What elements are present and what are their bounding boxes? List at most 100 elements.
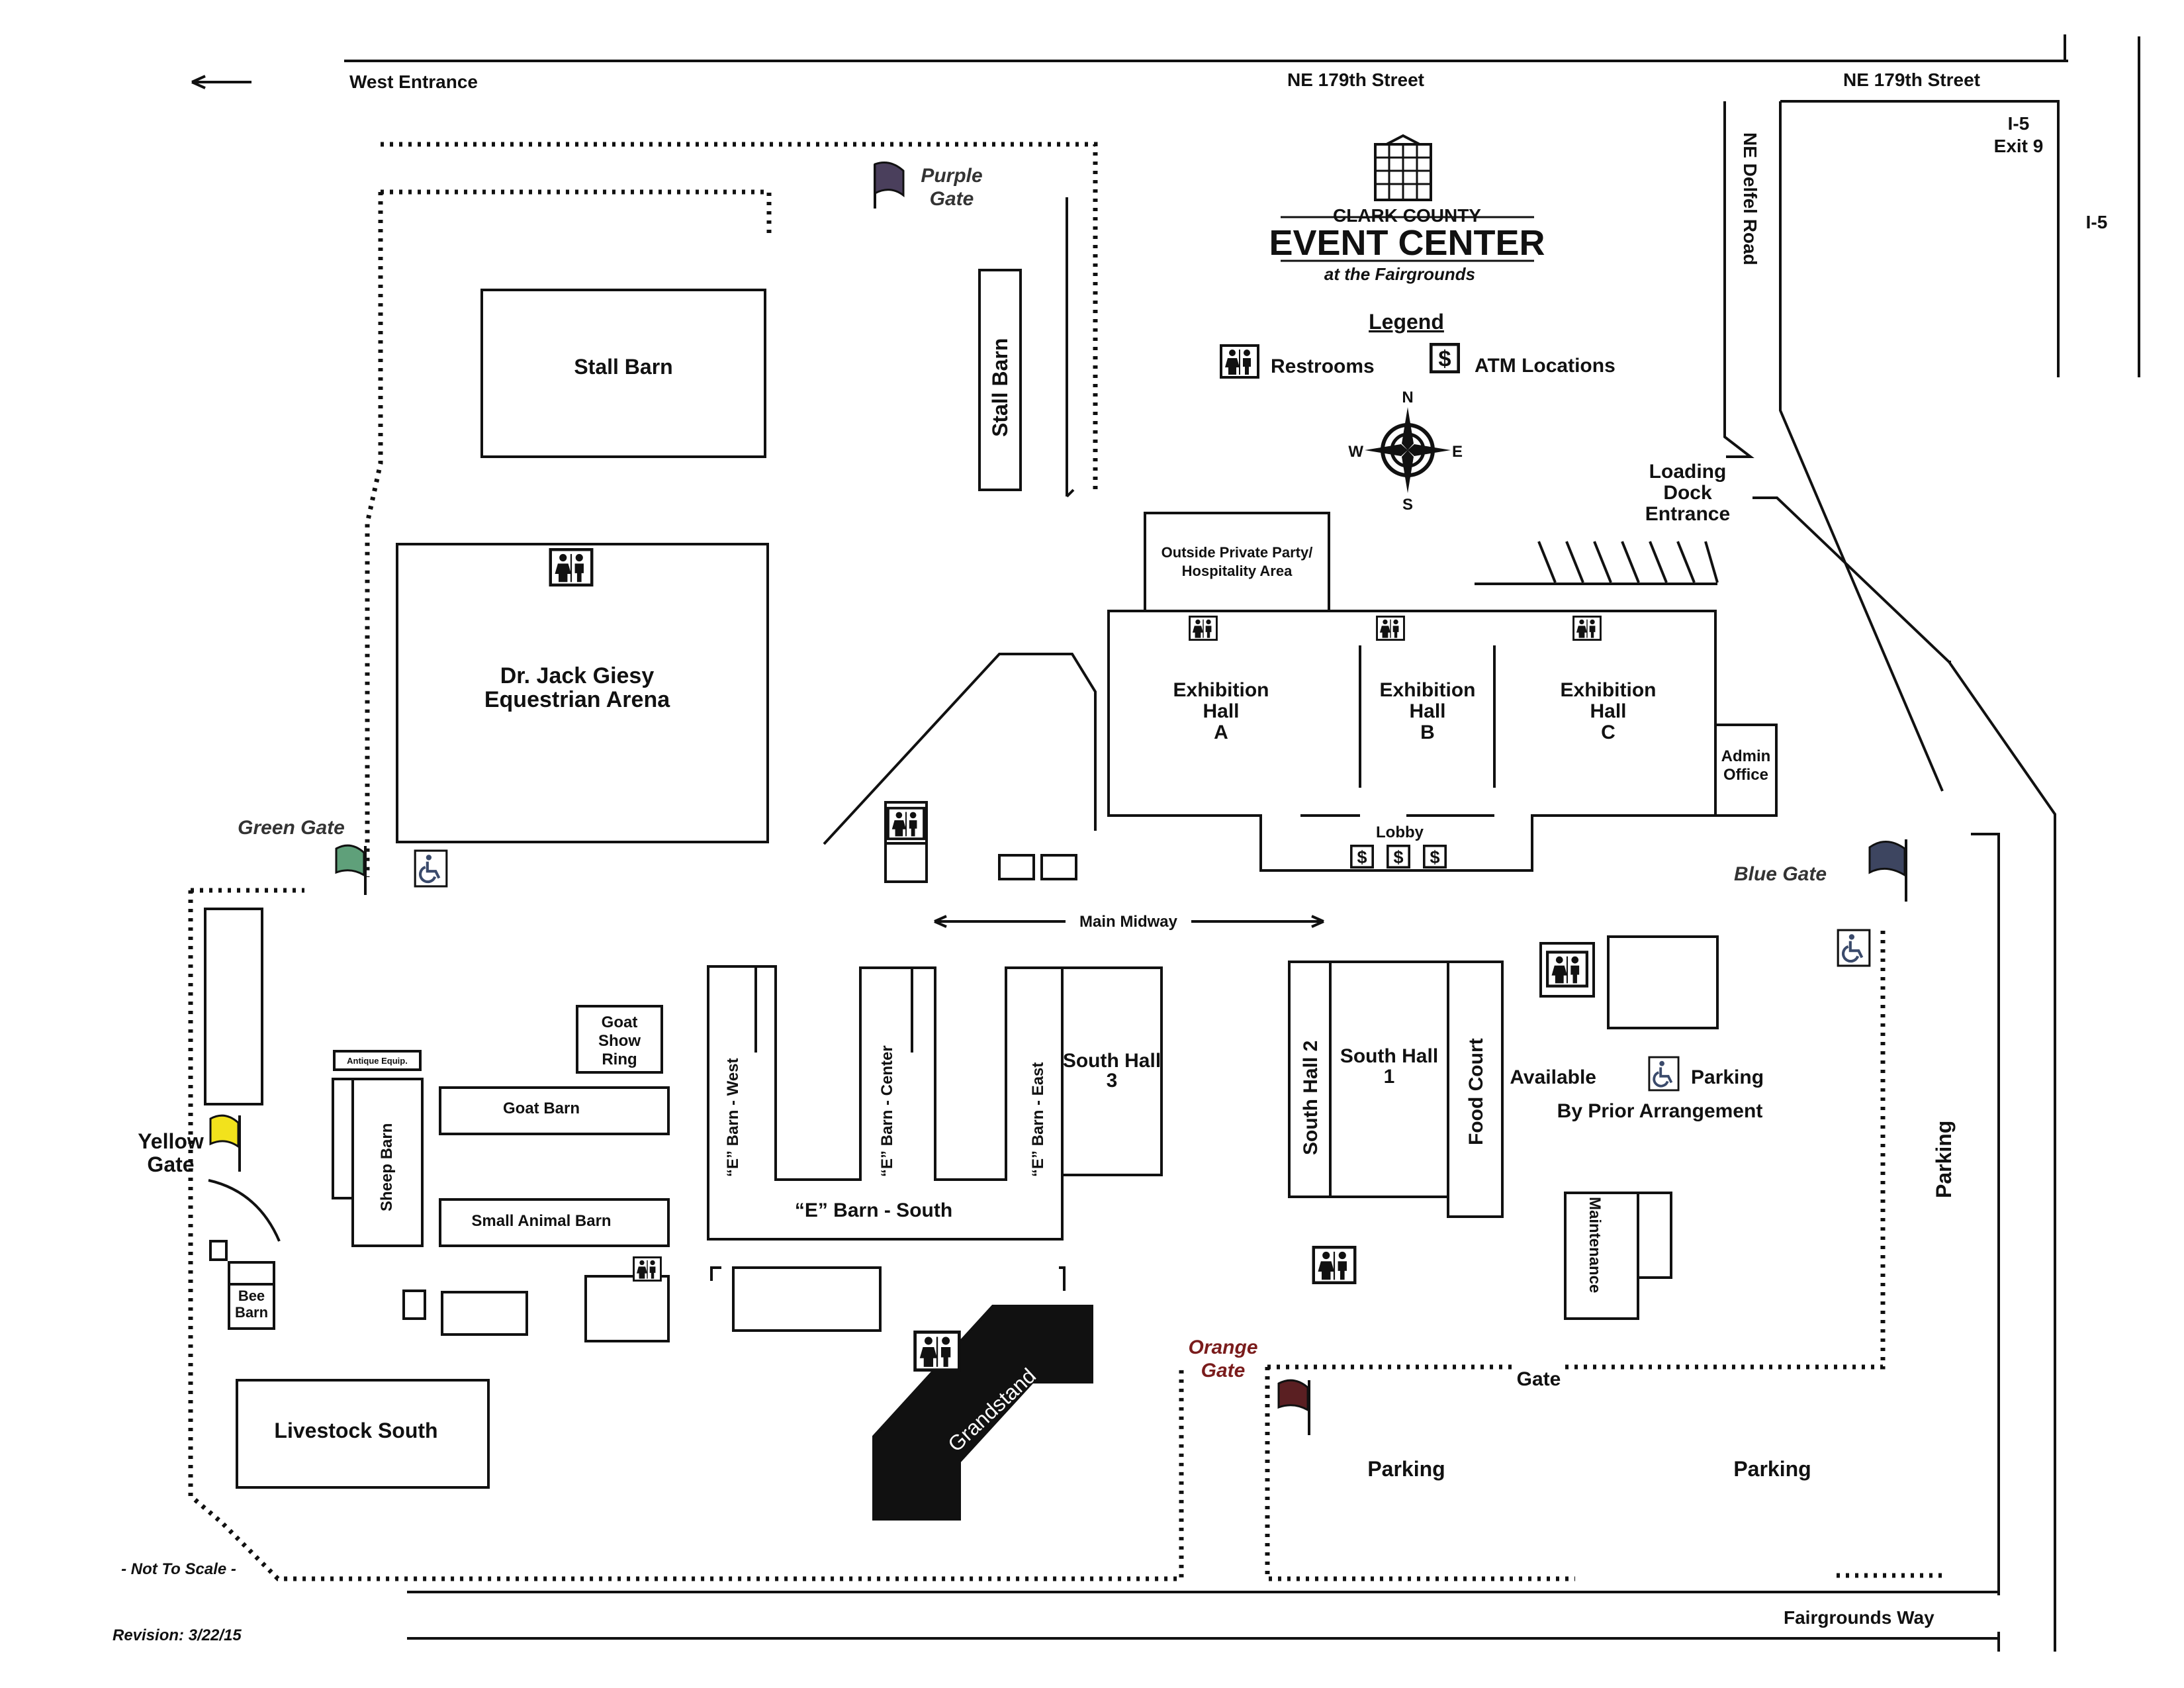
east-restroom-icon (1547, 952, 1587, 986)
accessible-icon-west (415, 851, 447, 886)
orange-gate-flag-icon (1277, 1379, 1309, 1412)
road-ne-delfel: NE Delfel Road (1740, 132, 1760, 265)
loading-dock-label-1: Loading (1649, 461, 1727, 483)
arena-label-line1: Dr. Jack Giesy (500, 663, 655, 688)
compass-n: N (1402, 389, 1413, 406)
sheep-barn (351, 1078, 424, 1247)
event-center-logo: CLARK COUNTY EVENT CENTER at the Fairgro… (1269, 134, 1545, 284)
midway-booth-2 (1040, 854, 1077, 880)
hall-c-restroom-icon (1572, 616, 1602, 641)
small-animal-barn-label: Small Animal Barn (471, 1212, 611, 1230)
midway-booth-1 (998, 854, 1035, 880)
logo-line2: EVENT CENTER (1269, 223, 1545, 263)
compass-w: W (1348, 443, 1363, 461)
road-i5-exit-line2: Exit 9 (1994, 136, 2044, 156)
purple-gate: Purple Gate (874, 162, 983, 210)
not-to-scale-note: - Not To Scale - (121, 1560, 236, 1578)
legend-atm-icon (1431, 344, 1458, 371)
outside-party-label-line2: Hospitality Area (1182, 563, 1293, 579)
east-building (1607, 935, 1719, 1029)
bee-barn-label-2: Barn (235, 1304, 268, 1321)
parking-east: Parking (1932, 1121, 1956, 1198)
hall-c-label-1: Exhibition (1561, 679, 1657, 701)
hall-b-label-3: B (1420, 722, 1435, 743)
south-hall-1-label-2: 1 (1384, 1066, 1395, 1088)
admin-office (1714, 724, 1778, 817)
goat-show-ring (576, 1005, 663, 1074)
south-hall-1 (1329, 961, 1449, 1198)
orange-gate: Orange Gate (1188, 1336, 1310, 1435)
midway-angled-structure (823, 653, 1097, 845)
blue-gate: Blue Gate (1734, 839, 1907, 902)
food-court (1447, 961, 1504, 1218)
hall-c-label-3: C (1601, 722, 1615, 743)
fence-layer (188, 142, 1942, 1581)
outside-party-label-line1: Outside Private Party/ (1161, 544, 1313, 561)
road-i5-exit-line1: I-5 (2008, 113, 2030, 134)
loading-dock-label-2: Dock (1663, 482, 1712, 504)
green-gate-flag-icon (335, 844, 365, 877)
food-court-label: Food Court (1465, 1038, 1487, 1145)
blue-gate-flag-icon (1868, 841, 1906, 877)
hall-b-label-1: Exhibition (1380, 679, 1476, 701)
goat-barn (439, 1086, 670, 1135)
roads-layer (191, 34, 2140, 1652)
south-restroom-building (584, 1275, 670, 1342)
south-hall-3-label-1: South Hall (1063, 1050, 1161, 1072)
logo-line3: at the Fairgrounds (1324, 264, 1475, 284)
parking-gate-label: Gate (1517, 1368, 1561, 1390)
purple-gate-label-1: Purple (921, 165, 982, 187)
bee-barn-shed (209, 1240, 228, 1261)
hall-b-restroom-icon (1376, 616, 1405, 641)
grandstand-restroom-icon (915, 1332, 960, 1370)
west-long-building (204, 908, 263, 1105)
accessible-parking-icon (1648, 1056, 1680, 1092)
yellow-gate: Yellow Gate (138, 1114, 241, 1176)
road-labels: West Entrance NE 179th Street NE 179th S… (349, 70, 2107, 1628)
equestrian-arena (396, 543, 769, 843)
lobby-atm-icon-2 (1387, 845, 1410, 868)
purple-gate-label-2: Gate (930, 188, 974, 210)
admin-office-label-2: Office (1723, 766, 1768, 784)
goat-barn-label: Goat Barn (503, 1100, 580, 1117)
lobby-atm-icon-1 (1350, 845, 1374, 868)
stall-barn-narrow (978, 269, 1022, 491)
goat-show-ring-label-1: Goat (602, 1013, 638, 1031)
road-fairgrounds-way: Fairgrounds Way (1784, 1607, 1934, 1628)
south-hall-3-label-2: 3 (1107, 1070, 1118, 1092)
yellow-gate-flag-icon (209, 1114, 240, 1149)
south-hall-2 (1288, 961, 1332, 1198)
blue-gate-label: Blue Gate (1734, 863, 1827, 885)
loading-dock-label-3: Entrance (1645, 503, 1730, 525)
compass-rose: N S W E (1348, 389, 1463, 514)
road-west-entrance: West Entrance (349, 71, 478, 92)
green-gate-label: Green Gate (238, 817, 345, 839)
e-barn-east-label: “E” Barn - East (1029, 1062, 1047, 1177)
midway-restroom-icon (888, 808, 924, 839)
road-i5: I-5 (2086, 212, 2108, 232)
sheep-barn-label: Sheep Barn (378, 1123, 396, 1211)
legend: Legend Restrooms ATM Locations (1220, 310, 1615, 379)
lobby-label: Lobby (1376, 823, 1424, 841)
parking-lot-left: Parking (1367, 1457, 1445, 1481)
hall-a-label-2: Hall (1203, 700, 1239, 722)
small-animal-barn (439, 1198, 670, 1247)
sheep-barn-annex (332, 1078, 354, 1199)
compass-s: S (1402, 496, 1413, 514)
south-restroom-icon (633, 1256, 662, 1282)
hall-a-label-1: Exhibition (1173, 679, 1269, 701)
orange-gate-label-1: Orange (1188, 1336, 1257, 1358)
e-barn (707, 965, 1064, 1241)
admin-office-label-1: Admin (1721, 747, 1771, 765)
antique-equipment (333, 1050, 422, 1071)
small-shed (402, 1289, 426, 1320)
grandstand (872, 1305, 1093, 1521)
accessible-icon-east (1838, 930, 1870, 966)
livestock-south-label: Livestock South (274, 1419, 437, 1442)
orange-gate-label-2: Gate (1201, 1360, 1246, 1382)
stall-barn-narrow-label: Stall Barn (988, 338, 1012, 437)
e-barn-south-label: “E” Barn - South (795, 1199, 952, 1221)
parking-lot-right: Parking (1733, 1457, 1811, 1481)
bee-barn-label-1: Bee (238, 1288, 265, 1304)
compass-e: E (1452, 443, 1463, 461)
